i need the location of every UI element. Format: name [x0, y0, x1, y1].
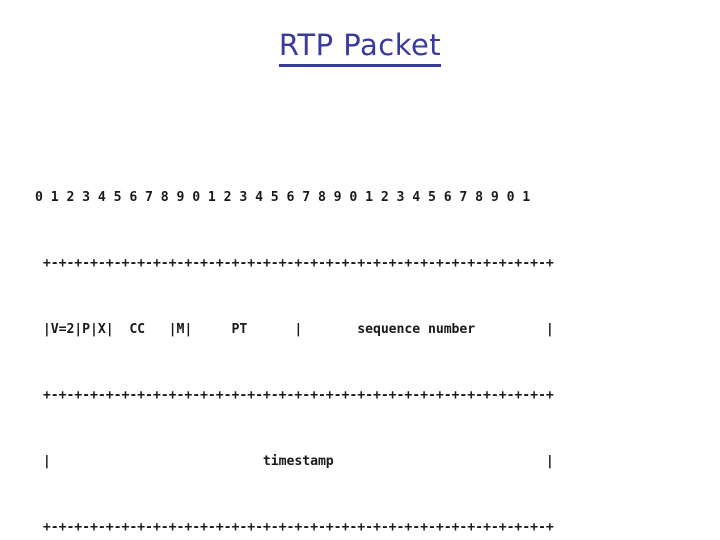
timestamp-row: | timestamp |: [35, 454, 554, 469]
bit-ruler-row: 0 1 2 3 4 5 6 7 8 9 0 1 2 3 4 5 6 7 8 9 …: [35, 190, 531, 205]
rtp-packet-ascii-diagram: 0 1 2 3 4 5 6 7 8 9 0 1 2 3 4 5 6 7 8 9 …: [35, 143, 695, 540]
page-title: RTP Packet: [0, 29, 720, 67]
separator-row-top: +-+-+-+-+-+-+-+-+-+-+-+-+-+-+-+-+-+-+-+-…: [35, 256, 554, 271]
separator-row-2: +-+-+-+-+-+-+-+-+-+-+-+-+-+-+-+-+-+-+-+-…: [35, 388, 554, 403]
separator-row-3: +-+-+-+-+-+-+-+-+-+-+-+-+-+-+-+-+-+-+-+-…: [35, 520, 554, 535]
header-flags-row: |V=2|P|X| CC |M| PT | sequence number |: [35, 322, 554, 337]
page-title-text: RTP Packet: [278, 29, 442, 67]
